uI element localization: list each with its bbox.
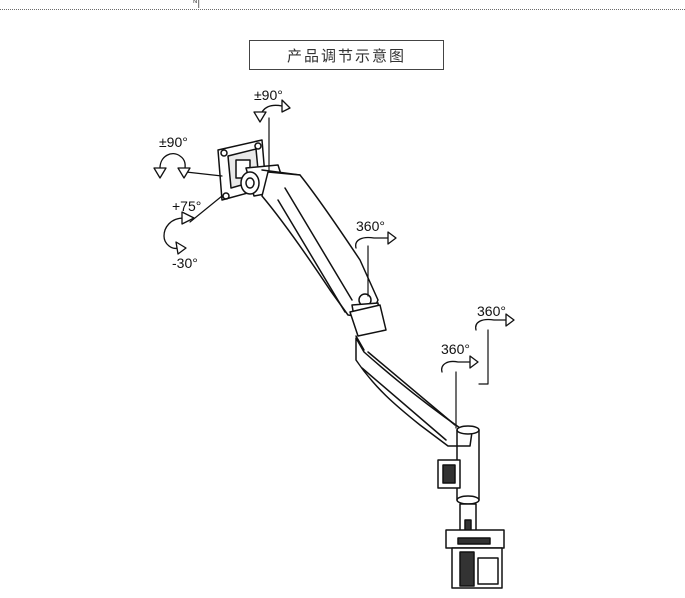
guide-lines (185, 117, 489, 429)
label-left-tilt: ±90° (159, 134, 188, 150)
label-base-swivel: 360° (477, 303, 506, 319)
rotation-arrow-left (153, 153, 191, 179)
elbow-joint (349, 304, 387, 351)
rotation-arrow-tilt (163, 211, 195, 255)
page-title: 产品调节示意图 (286, 46, 406, 65)
rotation-arrow-lower-arm (441, 355, 479, 373)
label-top-tilt: ±90° (254, 87, 283, 103)
rotation-arrow-base (475, 313, 515, 331)
label-upper-arm-swivel: 360° (356, 218, 385, 234)
rotation-arrow-top (253, 99, 291, 123)
upper-arm (261, 171, 381, 329)
label-tilt-down: -30° (172, 255, 198, 271)
top-dotted-rule (0, 9, 685, 10)
label-tilt-up: +75° (172, 198, 202, 214)
rotation-arrow-upper-arm (355, 231, 397, 249)
title-box: 产品调节示意图 (249, 40, 444, 70)
label-lower-arm-swivel: 360° (441, 341, 470, 357)
pole-assembly (437, 425, 505, 589)
corner-mark: ᴺ| (193, 0, 201, 9)
